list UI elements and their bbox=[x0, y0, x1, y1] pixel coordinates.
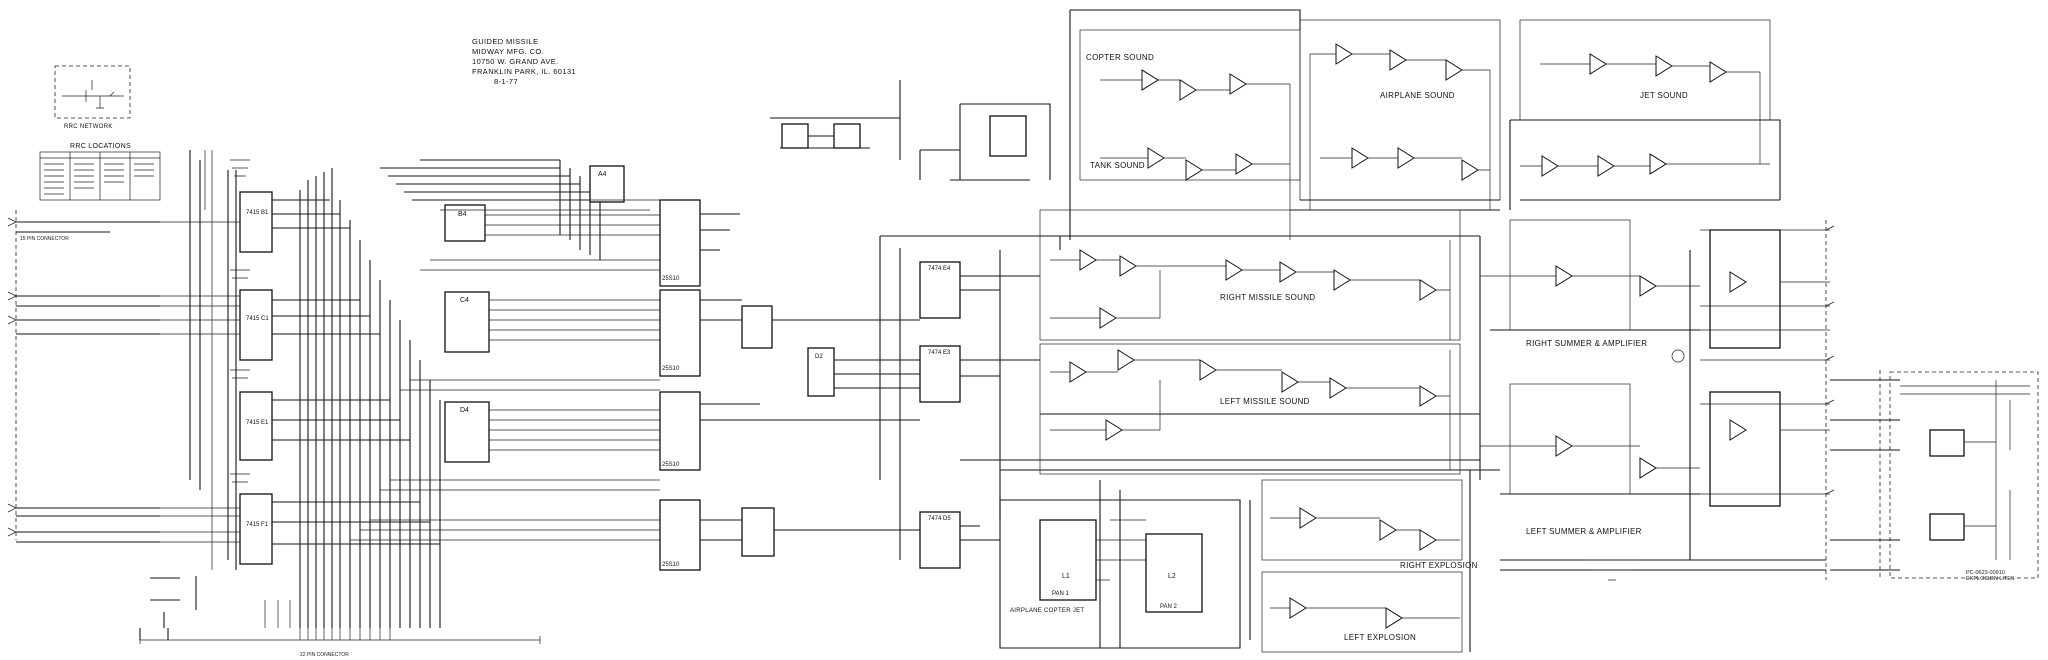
chip-b2 bbox=[659, 199, 701, 287]
chip-l1 bbox=[1039, 519, 1097, 601]
airplane-copter-jet-label: AIRPLANE COPTER JET bbox=[1010, 608, 1084, 614]
chip-b4 bbox=[444, 204, 486, 242]
chip-e1-label: 7415 E1 bbox=[246, 420, 269, 426]
bottom-connector-label: 22 PIN CONNECTOR bbox=[300, 652, 349, 658]
chip-lite-driver-1 bbox=[1929, 429, 1965, 457]
chip-f2-gate bbox=[741, 507, 775, 557]
chip-e1 bbox=[239, 391, 273, 461]
timer-section bbox=[770, 80, 1051, 181]
left-summer-label: LEFT SUMMER & AMPLIFIER bbox=[1526, 527, 1642, 536]
right-summer-label: RIGHT SUMMER & AMPLIFIER bbox=[1526, 339, 1647, 348]
header-block: GUIDED MISSILE MIDWAY MFG. CO. 10750 W. … bbox=[472, 37, 576, 86]
chip-c1-label: 7415 C1 bbox=[246, 316, 269, 322]
central-logic: B4 C4 D4 A4 25S10 25S10 25S10 25S10 D2 2… bbox=[139, 159, 835, 658]
rrc-locations-title: RRC LOCATIONS bbox=[70, 143, 131, 150]
copter-sound-label: COPTER SOUND bbox=[1086, 53, 1154, 62]
chip-b1-label: 7415 B1 bbox=[246, 210, 269, 216]
rrc-locations-table: RRC LOCATIONS bbox=[39, 143, 161, 201]
jet-sound: JET SOUND bbox=[1509, 19, 1781, 210]
chip-d2-label: 25S10 bbox=[662, 462, 680, 468]
right-missile-label: RIGHT MISSILE SOUND bbox=[1220, 293, 1315, 302]
chip-e4-label: 7474 E4 bbox=[928, 266, 951, 272]
right-missile-sound: RIGHT MISSILE SOUND bbox=[1039, 209, 1481, 480]
chip-c4 bbox=[444, 291, 490, 353]
explosion-part-label: PC-0623-00910 bbox=[1966, 570, 2005, 576]
chip-f1-label: 7415 F1 bbox=[246, 522, 269, 528]
chip-b4-label: B4 bbox=[458, 211, 467, 218]
pan-chips: L1 PAN 1 L2 PAN 2 AIRPLANE COPTER JET bbox=[999, 480, 1251, 649]
left-missile-label: LEFT MISSILE SOUND bbox=[1220, 397, 1310, 406]
pan1-label: PAN 1 bbox=[1052, 591, 1070, 597]
chip-l2-label: L2 bbox=[1168, 573, 1176, 580]
explosion-sounds: RIGHT EXPLOSION LEFT EXPLOSION bbox=[1250, 469, 1478, 653]
chip-timer-b bbox=[833, 123, 861, 149]
rrc-network: RRC NETWORK bbox=[54, 65, 131, 130]
chip-e2 bbox=[659, 499, 701, 571]
right-connector bbox=[1500, 220, 1900, 580]
chip-f1 bbox=[239, 493, 273, 565]
right-explosion-label: RIGHT EXPLOSION bbox=[1400, 561, 1478, 570]
chip-d5-label: 7474 D5 bbox=[928, 516, 951, 522]
chip-c2-label: 25S10 bbox=[662, 366, 680, 372]
left-connector-label: 15 PIN CONNECTOR bbox=[20, 236, 69, 242]
jet-sound-label: JET SOUND bbox=[1640, 91, 1688, 100]
chip-a4 bbox=[589, 165, 625, 203]
chip-c4-label: C4 bbox=[460, 297, 469, 304]
summer-amplifiers: RIGHT SUMMER & AMPLIFIER LEFT SUMMER & A… bbox=[1480, 219, 1830, 560]
chip-b2-label: 25S10 bbox=[662, 276, 680, 282]
explosion-lites-module: PC-0623-00910 EXPLOSION LITES bbox=[1889, 371, 2039, 582]
chip-right-output bbox=[1709, 229, 1781, 349]
input-buffers: 7415 B1 7415 C1 7415 E1 7415 F1 bbox=[160, 150, 440, 570]
copter-tank-sounds: COPTER SOUND TANK SOUND bbox=[1069, 9, 1301, 240]
chip-e3-label: 7474 E3 bbox=[928, 350, 951, 356]
chip-b1 bbox=[239, 191, 273, 253]
left-connector: 15 PIN CONNECTOR bbox=[7, 210, 160, 543]
header-line-1: GUIDED MISSILE bbox=[472, 37, 538, 46]
chip-timer-a bbox=[781, 123, 809, 149]
header-line-4: FRANKLIN PARK, IL. 60131 bbox=[472, 67, 576, 76]
component-annotations bbox=[230, 159, 1640, 581]
flipflop-chips: 7474 E4 7474 E3 7474 D5 bbox=[770, 235, 1500, 569]
left-explosion-label: LEFT EXPLOSION bbox=[1344, 633, 1416, 642]
chip-e2-label: 25S10 bbox=[662, 562, 680, 568]
chip-l2 bbox=[1145, 533, 1203, 613]
airplane-sound-label: AIRPLANE SOUND bbox=[1380, 91, 1455, 100]
chip-left-output bbox=[1709, 391, 1781, 507]
explosion-lites-label: EXPLOSION LITES bbox=[1966, 576, 2015, 582]
chip-d5 bbox=[919, 511, 961, 569]
chip-d4-label: D4 bbox=[460, 407, 469, 414]
chip-555 bbox=[989, 115, 1027, 157]
pan2-label: PAN 2 bbox=[1160, 604, 1178, 610]
chip-c2 bbox=[659, 289, 701, 377]
header-line-5: 8-1-77 bbox=[494, 77, 518, 86]
chip-c1 bbox=[239, 289, 273, 361]
chip-d2b bbox=[807, 347, 835, 397]
left-missile-sound: LEFT MISSILE SOUND bbox=[1039, 343, 1480, 475]
header-line-2: MIDWAY MFG. CO. bbox=[472, 47, 544, 56]
tank-sound-label: TANK SOUND bbox=[1090, 161, 1145, 170]
header-line-3: 10750 W. GRAND AVE. bbox=[472, 57, 559, 66]
chip-e2-gate bbox=[741, 305, 773, 349]
chip-e4 bbox=[919, 261, 961, 319]
chip-d2b-label: D2 bbox=[815, 354, 823, 360]
chip-a4-label: A4 bbox=[598, 171, 607, 178]
chip-d4 bbox=[444, 401, 490, 463]
airplane-sound: AIRPLANE SOUND bbox=[1290, 19, 1501, 211]
chip-d2 bbox=[659, 391, 701, 471]
rrc-network-label: RRC NETWORK bbox=[64, 124, 113, 130]
chip-lite-driver-2 bbox=[1929, 513, 1965, 541]
chip-l1-label: L1 bbox=[1062, 573, 1070, 580]
